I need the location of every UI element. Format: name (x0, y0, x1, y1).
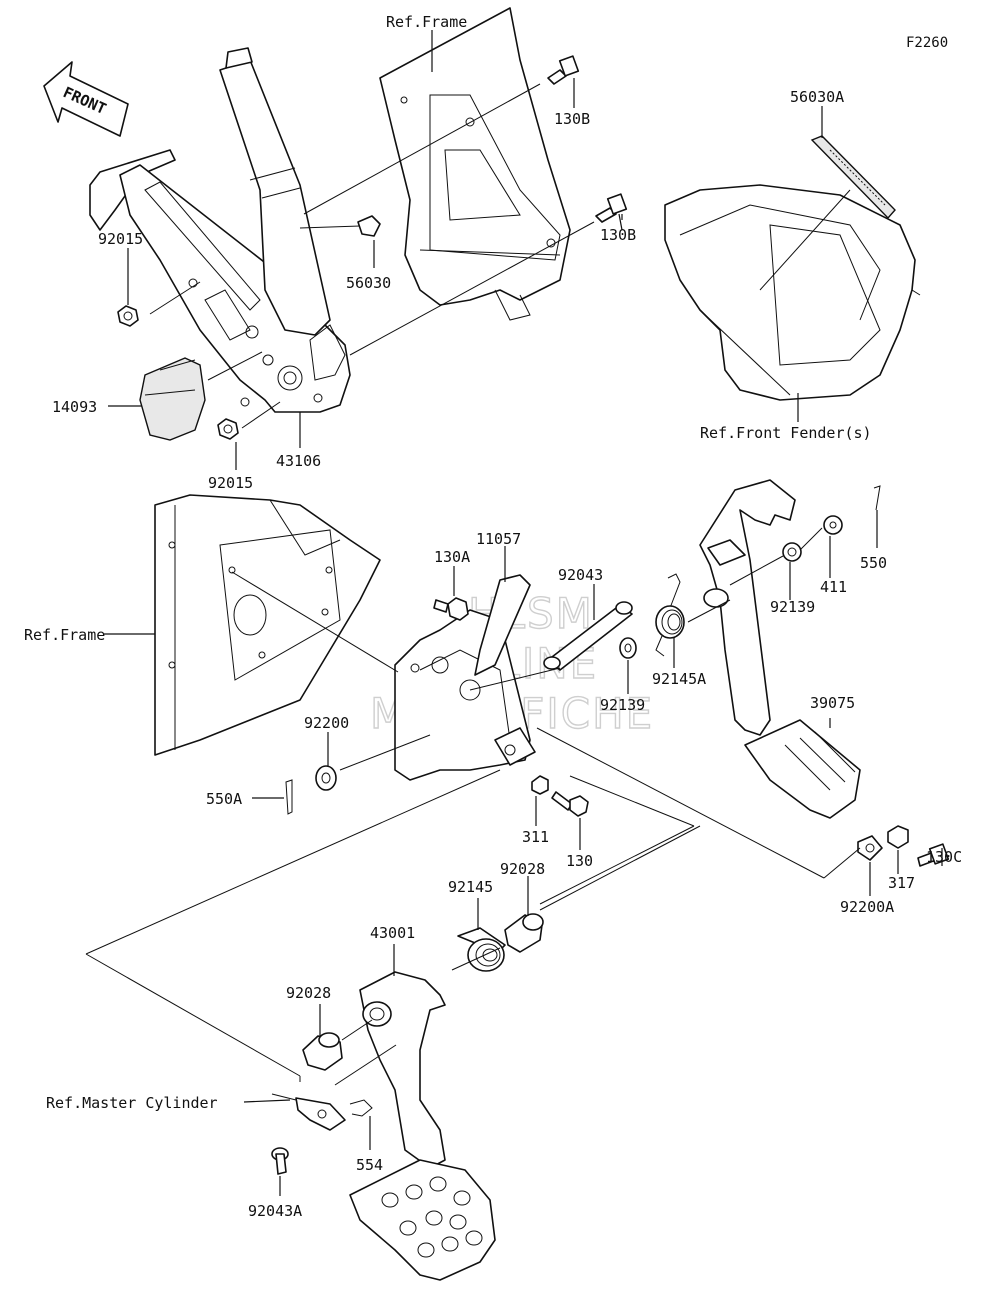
pedal-bracket-11057 (394, 574, 536, 781)
label-130B-mid: 130B (600, 226, 636, 244)
label-554: 554 (356, 1156, 383, 1174)
bolt-130C (917, 843, 950, 867)
clip-56030 (357, 215, 381, 237)
nut-92015-top (117, 305, 139, 327)
label-14093: 14093 (52, 398, 97, 416)
part-number-labels: 56030A 130B 130B 56030 92015 14093 43106… (52, 88, 962, 1220)
top-leader-lines (108, 30, 851, 470)
label-92139-right: 92139 (770, 598, 815, 616)
bushing-92028-top (504, 913, 544, 953)
middle-leader-lines (85, 510, 943, 1077)
label-92139-center: 92139 (600, 696, 645, 714)
label-92015-bottom: 92015 (208, 474, 253, 492)
nut-311 (531, 775, 549, 795)
cover-14093 (139, 357, 206, 441)
clevis-master-cylinder (271, 1093, 346, 1131)
label-56030A: 56030A (790, 88, 844, 106)
brake-lever-bracket-43106 (89, 149, 351, 413)
washer-92139-center (619, 637, 637, 659)
ref-front-fender: Ref.Front Fender(s) (700, 424, 872, 442)
label-130: 130 (566, 852, 593, 870)
front-fender-outline (664, 184, 921, 401)
ref-frame-top: Ref.Frame (386, 13, 467, 31)
pin-92043A (271, 1147, 289, 1175)
washer-92139-right (782, 542, 802, 562)
bushing-92028-left (302, 1032, 343, 1071)
label-92043: 92043 (558, 566, 603, 584)
label-43106: 43106 (276, 452, 321, 470)
label-39075: 39075 (810, 694, 855, 712)
washer-92200 (315, 765, 337, 791)
label-550: 550 (860, 554, 887, 572)
label-11057: 11057 (476, 530, 521, 548)
label-92028-left: 92028 (286, 984, 331, 1002)
label-92145: 92145 (448, 878, 493, 896)
label-317: 317 (888, 874, 915, 892)
front-arrow-icon: FRONT (43, 61, 129, 137)
accelerator-pedal-39075 (699, 479, 861, 819)
shaft-92043 (543, 601, 633, 671)
label-56030: 56030 (346, 274, 391, 292)
strip-56030A (810, 135, 896, 220)
pin-550 (873, 485, 881, 511)
bottom-leader-lines (243, 825, 701, 1196)
label-130A: 130A (434, 548, 470, 566)
brake-lever-handle (219, 47, 331, 336)
bolt-130B-mid (595, 193, 628, 223)
label-92043A: 92043A (248, 1202, 302, 1220)
clip-92200A (857, 835, 883, 861)
label-311: 311 (522, 828, 549, 846)
pedal-pad-holes (381, 1176, 483, 1258)
label-92028-top: 92028 (500, 860, 545, 878)
reference-labels: Ref.Frame Ref.Frame Ref.Front Fender(s) … (24, 13, 872, 1112)
bolt-130A (433, 597, 469, 621)
bolt-130 (551, 791, 589, 817)
label-550A: 550A (206, 790, 242, 808)
diagram-code: F2260 (906, 35, 948, 51)
label-92200: 92200 (304, 714, 349, 732)
label-130C: 130C (926, 848, 962, 866)
label-92200A: 92200A (840, 898, 894, 916)
clip-554 (349, 1099, 373, 1117)
label-92015-top: 92015 (98, 230, 143, 248)
label-92145A: 92145A (652, 670, 706, 688)
ref-frame-left: Ref.Frame (24, 626, 105, 644)
spring-92145 (457, 927, 506, 972)
label-130B-top: 130B (554, 110, 590, 128)
middle-frame-outline (154, 494, 381, 756)
ref-master-cylinder: Ref.Master Cylinder (46, 1094, 218, 1112)
label-411: 411 (820, 578, 847, 596)
top-frame-outline (379, 7, 571, 321)
nut-317 (887, 825, 909, 849)
washer-411 (823, 515, 843, 535)
label-43001: 43001 (370, 924, 415, 942)
spring-92145A (655, 573, 685, 657)
nut-92015-bottom (217, 418, 239, 440)
pin-550A (285, 779, 293, 815)
brake-pedal-43001 (349, 971, 496, 1281)
bolt-130B-top (547, 55, 580, 85)
